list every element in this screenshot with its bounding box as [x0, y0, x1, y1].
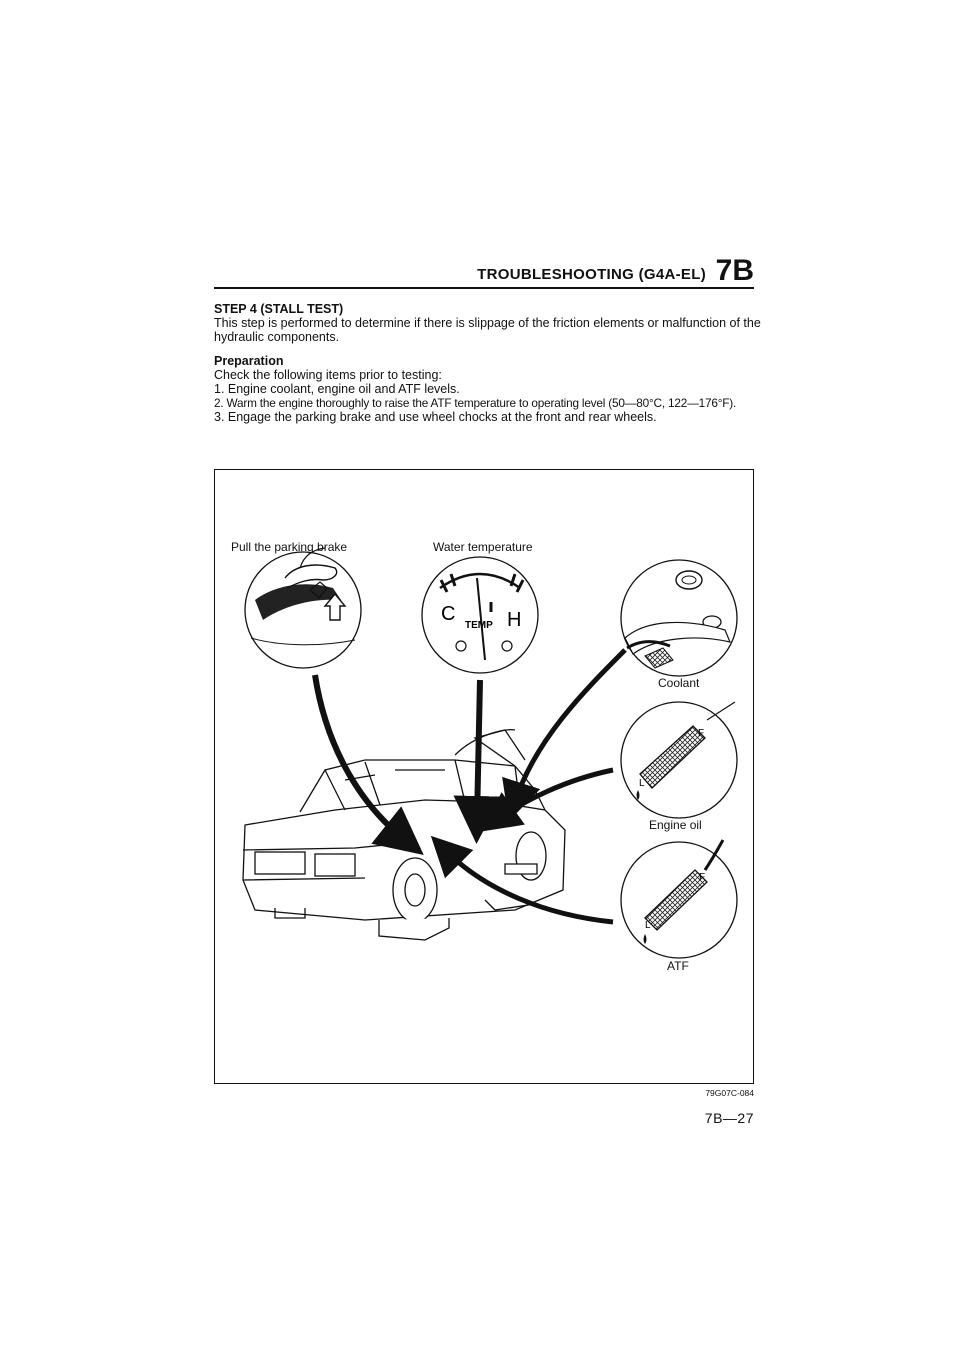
engine-oil-detail: F L: [620, 701, 738, 819]
preparation-item-3: 3. Engage the parking brake and use whee…: [214, 410, 657, 424]
parking-brake-detail: [244, 547, 362, 669]
preparation-item-2: 2. Warm the engine thoroughly to raise t…: [214, 396, 737, 410]
gauge-hot-label: H: [507, 609, 521, 631]
water-temperature-label: Water temperature: [433, 540, 533, 554]
preparation-title: Preparation: [214, 354, 284, 368]
gauge-cold-label: C: [441, 603, 455, 625]
page-header: TROUBLESHOOTING (G4A-EL) 7B: [214, 256, 754, 290]
temperature-gauge-detail: C H TEMP: [421, 556, 539, 674]
car-illustration: [242, 729, 566, 941]
parking-brake-label: Pull the parking brake: [231, 540, 348, 554]
section-intro: This step is performed to determine if t…: [214, 316, 761, 344]
atf-detail: F L: [620, 839, 738, 959]
atf-full-mark: F: [699, 872, 705, 883]
oil-full-mark: F: [698, 728, 704, 739]
gauge-temp-label: TEMP: [465, 620, 493, 631]
atf-label: ATF: [667, 959, 689, 973]
coolant-detail: [620, 559, 738, 677]
atf-low-mark: L: [645, 920, 651, 931]
preparation-lead: Check the following items prior to testi…: [214, 368, 442, 382]
pointer-arrows: [312, 648, 627, 925]
header-rule: [214, 287, 754, 289]
engine-oil-label: Engine oil: [649, 818, 702, 832]
oil-low-mark: L: [639, 778, 645, 789]
coolant-label: Coolant: [658, 676, 700, 690]
page-number: 7B—27: [704, 1110, 754, 1126]
preparation-item-1: 1. Engine coolant, engine oil and ATF le…: [214, 382, 460, 396]
figure-code: 79G07C-084: [705, 1088, 754, 1098]
illustration-drawing: C H TEMP F L: [242, 547, 738, 959]
section-title: STEP 4 (STALL TEST): [214, 302, 344, 316]
stall-test-illustration: C H TEMP F L: [214, 469, 754, 1084]
header-title: TROUBLESHOOTING (G4A-EL): [477, 266, 706, 283]
body-text: STEP 4 (STALL TEST) This step is perform…: [214, 302, 762, 424]
chapter-number: 7B: [715, 254, 754, 287]
